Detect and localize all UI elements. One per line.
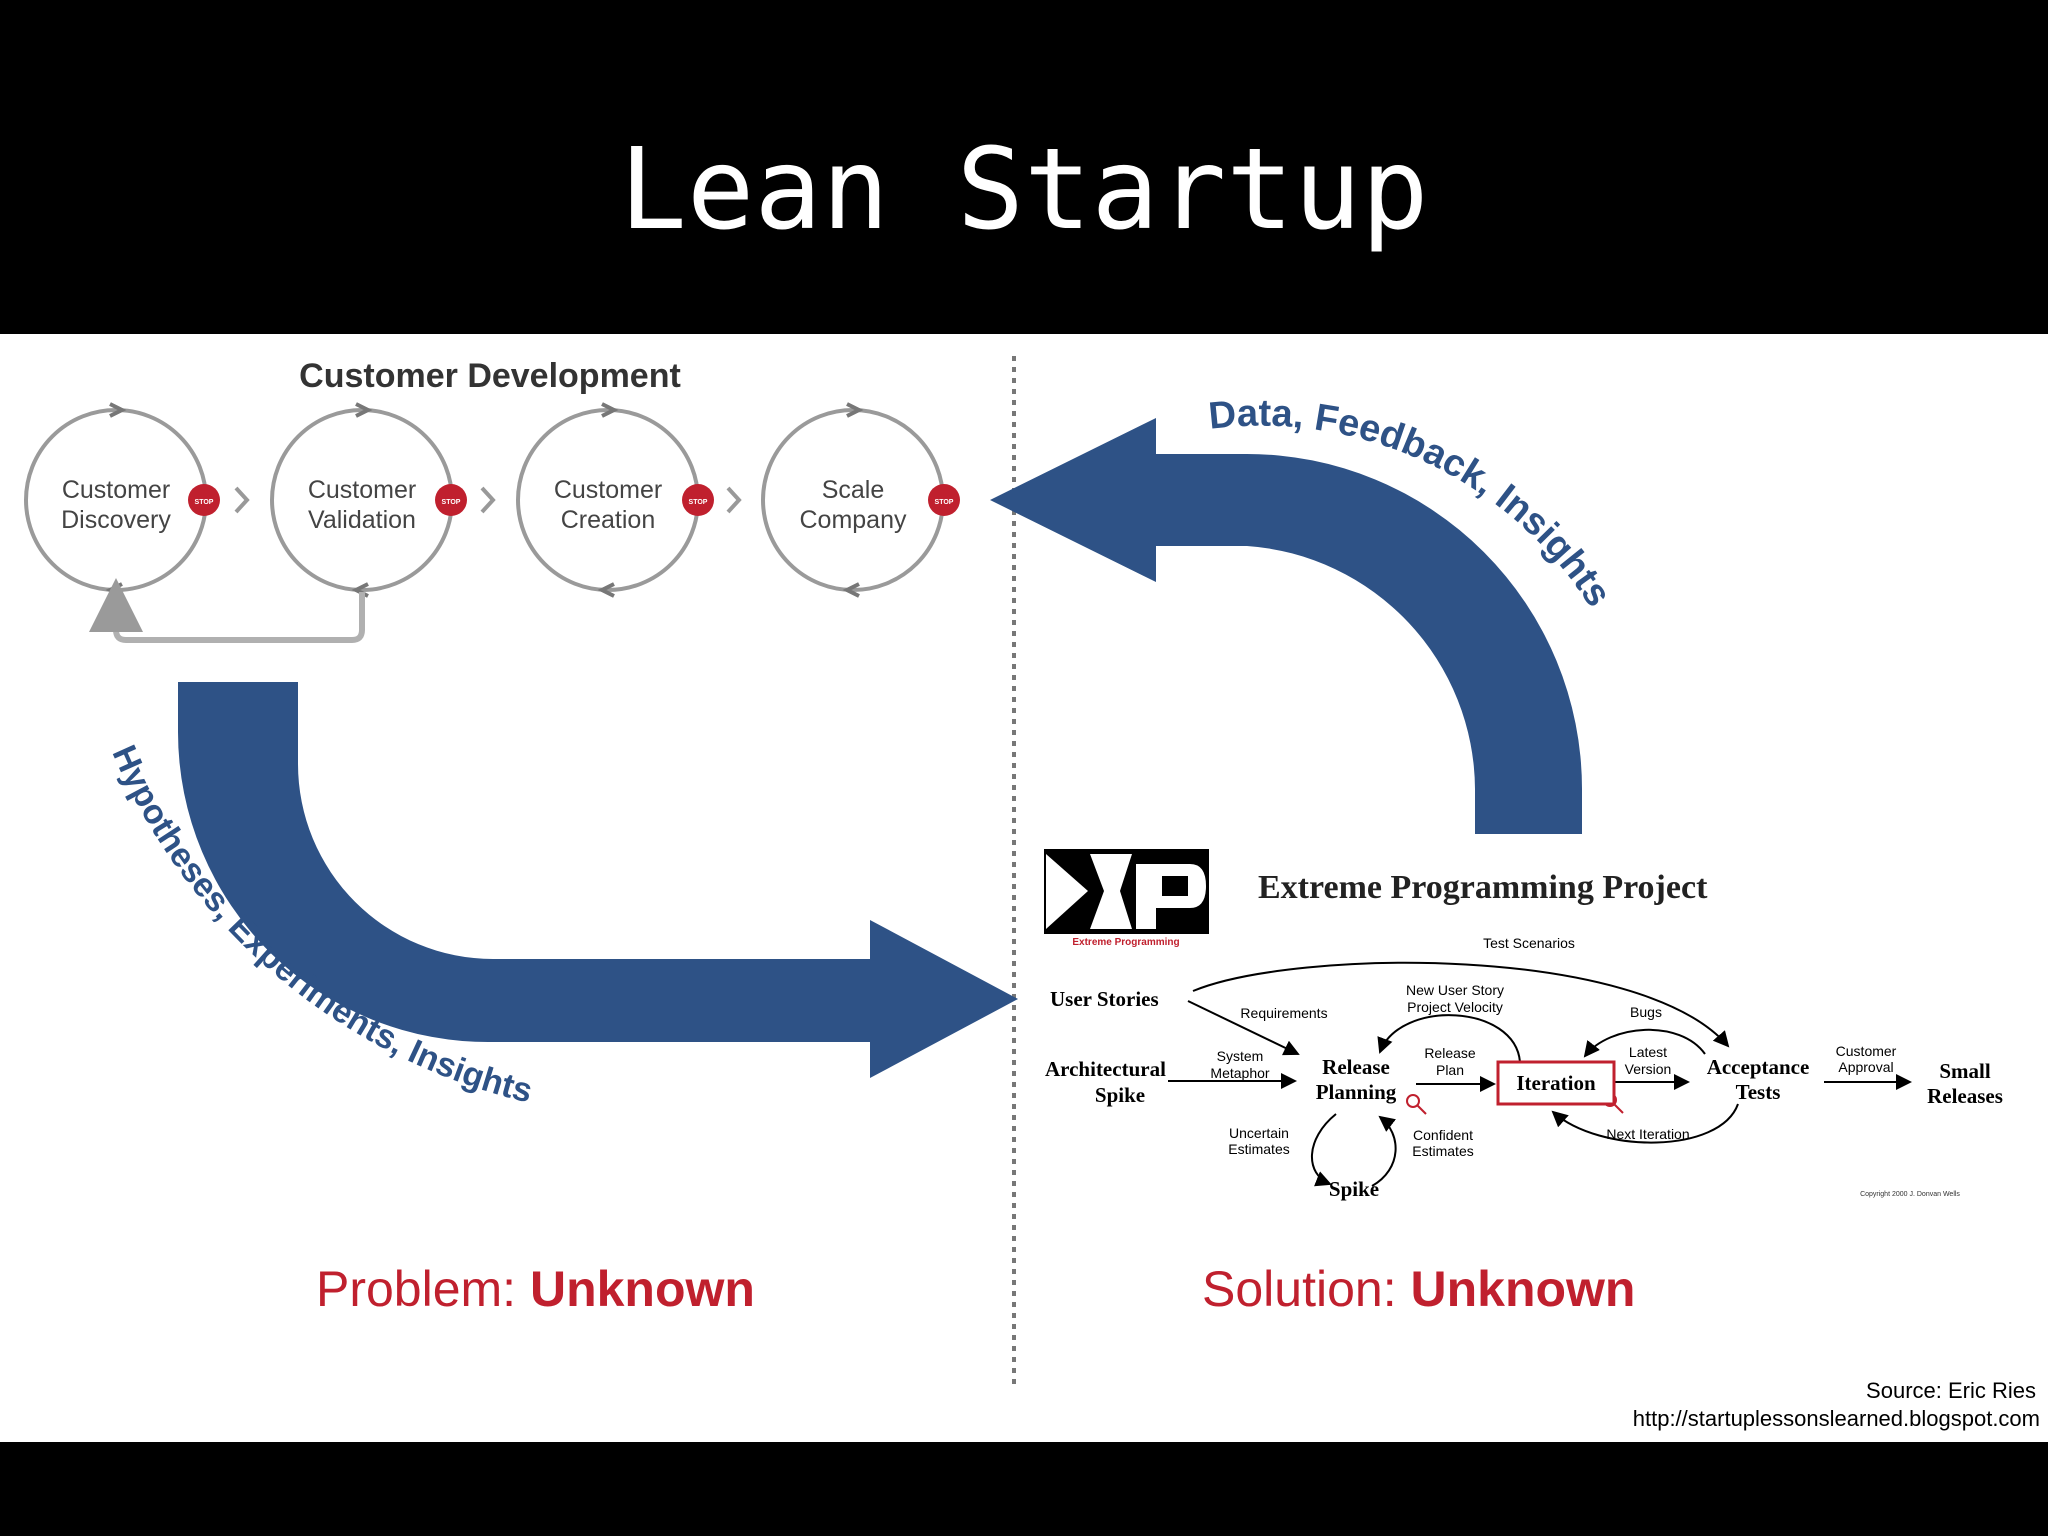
xp-heading: Extreme Programming Project xyxy=(1258,869,1708,906)
label-metaphor: Metaphor xyxy=(1210,1065,1269,1081)
label-approval: Approval xyxy=(1838,1059,1893,1075)
source-url: http://startuplessonslearned.blogspot.co… xyxy=(1633,1406,2040,1431)
node-acceptance: Acceptance xyxy=(1707,1055,1810,1079)
node-architectural: Architectural xyxy=(1045,1057,1166,1081)
problem-statement: Problem: Unknown xyxy=(316,1261,755,1317)
source-credit: Source: Eric Ries xyxy=(1866,1378,2036,1403)
cycle-chevron-icon xyxy=(355,402,373,418)
step-label-line1: Customer xyxy=(308,476,416,504)
customer-discovery-step: Customer Discovery STOP xyxy=(24,402,220,598)
label-estimates-confident: Estimates xyxy=(1412,1143,1473,1159)
svg-text:STOP: STOP xyxy=(195,499,214,506)
label-new-user-story: New User Story xyxy=(1406,982,1504,998)
chevron-right-icon xyxy=(726,486,742,514)
label-latest: Latest xyxy=(1629,1044,1667,1060)
node-user-stories: User Stories xyxy=(1050,987,1159,1011)
solution-value: Unknown xyxy=(1410,1261,1635,1317)
feedback-arrow-shape xyxy=(990,418,1582,834)
node-small: Small xyxy=(1939,1059,1991,1083)
node-spike: Spike xyxy=(1329,1177,1379,1201)
step-label-line2: Discovery xyxy=(61,506,171,534)
step-label-line2: Company xyxy=(800,506,907,534)
label-confident: Confident xyxy=(1413,1127,1473,1143)
node-release: Release xyxy=(1322,1055,1390,1079)
label-bugs: Bugs xyxy=(1630,1004,1662,1020)
step-label-line1: Customer xyxy=(62,476,170,504)
customer-validation-step: Customer Validation STOP xyxy=(270,402,467,598)
cycle-chevron-icon xyxy=(846,402,864,418)
svg-text:STOP: STOP xyxy=(935,499,954,506)
edge-test-scenarios xyxy=(1192,961,1730,1048)
lean-startup-diagram: Customer Development Customer Discovery … xyxy=(24,356,2040,1431)
node-tests: Tests xyxy=(1736,1080,1781,1104)
svg-text:STOP: STOP xyxy=(442,499,461,506)
xp-logo: Extreme Programming xyxy=(1044,849,1209,948)
customer-development-heading: Customer Development xyxy=(299,357,681,395)
step-label-line1: Customer xyxy=(554,476,662,504)
label-next-iteration: Next Iteration xyxy=(1606,1126,1689,1142)
node-iteration-box xyxy=(1496,1060,1616,1106)
stop-sign-icon xyxy=(928,484,960,516)
hypotheses-arrow-shape xyxy=(178,682,1018,1078)
label-release: Release xyxy=(1424,1045,1476,1061)
node-iteration: Iteration xyxy=(1516,1071,1596,1095)
magnifier-icon xyxy=(1406,1094,1427,1115)
edge-uncertain-estimates xyxy=(1310,1113,1337,1187)
solution-label: Solution: xyxy=(1202,1261,1410,1317)
stop-sign-icon xyxy=(188,484,220,516)
edge-confident-estimates xyxy=(1371,1115,1397,1187)
label-estimates-uncertain: Estimates xyxy=(1228,1141,1289,1157)
slide-title: Lean Startup xyxy=(619,125,1429,255)
step-label-line2: Creation xyxy=(561,506,656,534)
label-requirements: Requirements xyxy=(1240,1005,1327,1021)
edge-bugs xyxy=(1583,1028,1706,1058)
node-planning: Planning xyxy=(1316,1080,1397,1104)
edge-next-iteration xyxy=(1551,1103,1739,1144)
solution-statement: Solution: Unknown xyxy=(1202,1261,1635,1317)
scale-company-step: Scale Company STOP xyxy=(761,402,960,598)
edge-new-user-story xyxy=(1377,1014,1521,1063)
xp-logo-caption: Extreme Programming xyxy=(1072,937,1179,948)
step-label-line1: Scale xyxy=(822,476,885,504)
label-test-scenarios: Test Scenarios xyxy=(1483,935,1575,951)
xp-copyright: Copyright 2000 J. Donvan Wells xyxy=(1860,1191,1960,1198)
label-version: Version xyxy=(1625,1061,1672,1077)
chevron-right-icon xyxy=(234,486,250,514)
edge-requirements xyxy=(1187,1000,1300,1056)
label-project-velocity: Project Velocity xyxy=(1407,999,1503,1015)
node-architectural-spike: Spike xyxy=(1095,1083,1145,1107)
problem-label: Problem: xyxy=(316,1261,530,1317)
label-customer: Customer xyxy=(1836,1043,1897,1059)
loop-back-arrow xyxy=(89,578,365,643)
node-releases: Releases xyxy=(1927,1084,2003,1108)
cycle-chevron-icon xyxy=(842,582,860,598)
svg-text:STOP: STOP xyxy=(689,499,708,506)
chevron-right-icon xyxy=(480,486,496,514)
stop-sign-icon xyxy=(435,484,467,516)
label-plan: Plan xyxy=(1436,1062,1464,1078)
xp-flowchart: User Stories Architectural Spike Release… xyxy=(1045,935,2003,1201)
diagram-panel: Customer Development Customer Discovery … xyxy=(0,334,2048,1442)
cycle-chevron-icon xyxy=(597,582,615,598)
label-system: System xyxy=(1217,1048,1264,1064)
cycle-chevron-icon xyxy=(601,402,619,418)
problem-value: Unknown xyxy=(530,1261,755,1317)
step-label-line2: Validation xyxy=(308,506,416,534)
customer-creation-step: Customer Creation STOP xyxy=(516,402,714,598)
cycle-chevron-icon xyxy=(109,402,127,418)
label-uncertain: Uncertain xyxy=(1229,1125,1289,1141)
stop-sign-icon xyxy=(682,484,714,516)
